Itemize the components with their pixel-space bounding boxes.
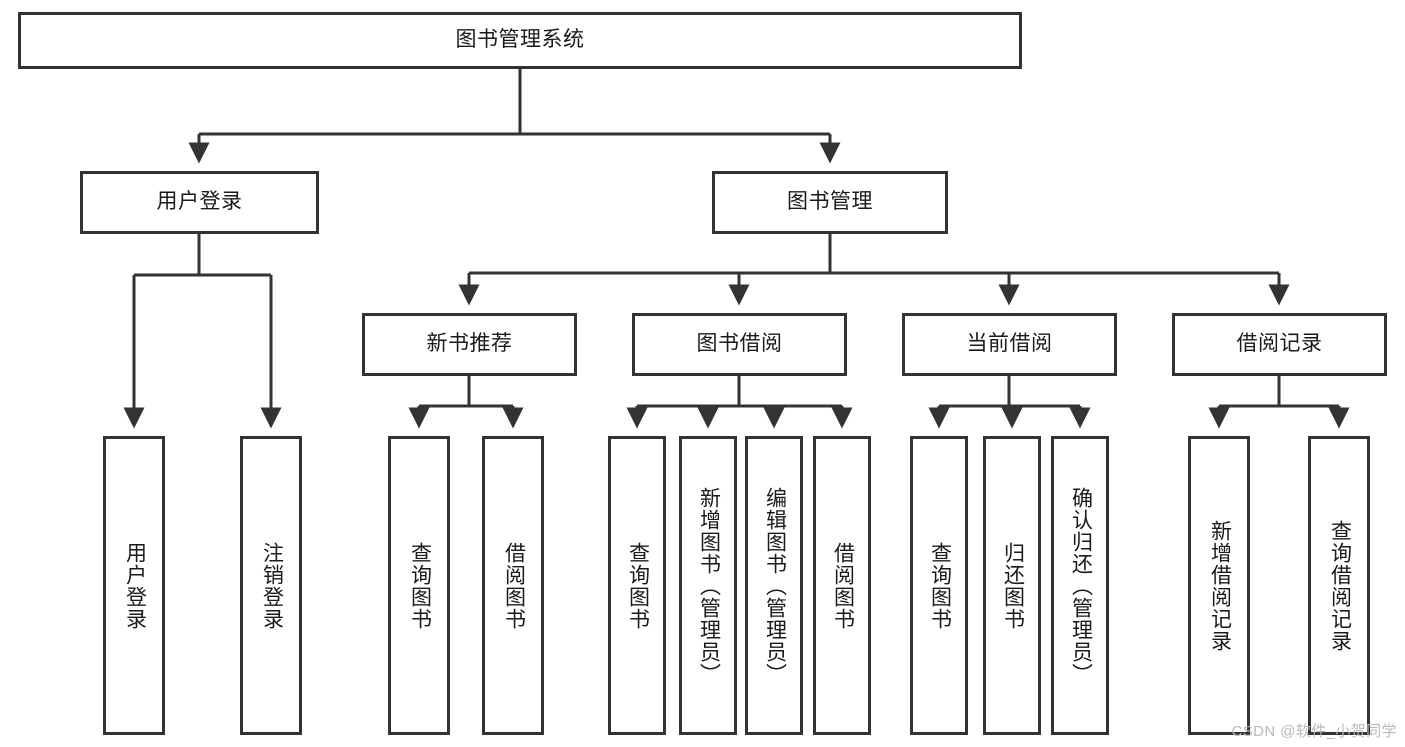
leaf-node[interactable]: 归还图书 — [983, 436, 1041, 735]
node-current-borrow[interactable]: 当前借阅 — [902, 313, 1117, 376]
leaf-node-label: 编辑图书（管理员） — [763, 486, 787, 685]
leaf-node[interactable]: 查询借阅记录 — [1308, 436, 1370, 735]
leaf-node-label: 借阅图书 — [831, 541, 855, 630]
leaf-node[interactable]: 编辑图书（管理员） — [745, 436, 803, 735]
leaf-node[interactable]: 借阅图书 — [482, 436, 544, 735]
leaf-node-label: 借阅图书 — [502, 541, 526, 630]
node-root-label: 图书管理系统 — [455, 28, 585, 52]
leaf-node[interactable]: 查询图书 — [608, 436, 666, 735]
leaf-node-label: 注销登录 — [260, 541, 284, 630]
leaf-node-label: 归还图书 — [1001, 541, 1025, 630]
leaf-node[interactable]: 借阅图书 — [813, 436, 871, 735]
leaf-node-label: 查询图书 — [408, 541, 432, 630]
leaf-node-label: 查询图书 — [928, 541, 952, 630]
leaf-node-label: 查询借阅记录 — [1328, 519, 1352, 652]
leaf-node[interactable]: 查询图书 — [388, 436, 450, 735]
node-new-book-recommend-label: 新书推荐 — [426, 332, 513, 356]
leaf-node[interactable]: 新增图书（管理员） — [679, 436, 737, 735]
node-book-management-label: 图书管理 — [787, 190, 873, 214]
leaf-node[interactable]: 确认归还（管理员） — [1051, 436, 1109, 735]
leaf-node[interactable]: 注销登录 — [240, 436, 302, 735]
node-user-login-label: 用户登录 — [156, 190, 243, 214]
leaf-node-label: 新增借阅记录 — [1208, 519, 1232, 652]
node-user-login[interactable]: 用户登录 — [80, 171, 319, 234]
leaf-node-label: 用户登录 — [123, 541, 147, 630]
leaf-node[interactable]: 用户登录 — [103, 436, 165, 735]
leaf-node[interactable]: 新增借阅记录 — [1188, 436, 1250, 735]
node-root[interactable]: 图书管理系统 — [18, 12, 1022, 69]
node-book-management[interactable]: 图书管理 — [712, 171, 948, 234]
node-new-book-recommend[interactable]: 新书推荐 — [362, 313, 577, 376]
node-book-borrow-label: 图书借阅 — [696, 332, 783, 356]
node-borrow-record-label: 借阅记录 — [1236, 332, 1323, 356]
node-current-borrow-label: 当前借阅 — [966, 332, 1053, 356]
node-book-borrow[interactable]: 图书借阅 — [632, 313, 847, 376]
leaf-node-label: 确认归还（管理员） — [1069, 486, 1093, 685]
leaf-node[interactable]: 查询图书 — [910, 436, 968, 735]
leaf-node-label: 新增图书（管理员） — [697, 486, 721, 685]
node-borrow-record[interactable]: 借阅记录 — [1172, 313, 1387, 376]
leaf-node-label: 查询图书 — [626, 541, 650, 630]
